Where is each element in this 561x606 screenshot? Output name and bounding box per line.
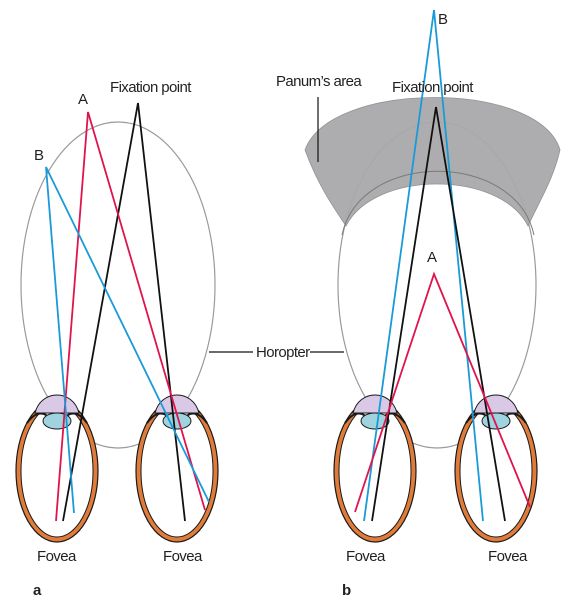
panel-a-label: a — [33, 582, 42, 599]
panums-area — [305, 98, 560, 227]
point-a-label-a: A — [78, 91, 88, 108]
fixation-point-label-b: Fixation point — [392, 79, 474, 96]
panel-b-label: b — [342, 582, 351, 599]
left-eye-b — [334, 395, 416, 542]
horopter-callout: Horopter — [209, 344, 344, 361]
panel-b: B Panum’s area Fixation point A Fovea Fo… — [276, 10, 560, 599]
panums-area-label: Panum’s area — [276, 73, 362, 90]
left-eye-a — [16, 395, 98, 542]
fixation-point-label-a: Fixation point — [110, 79, 192, 96]
fovea-left-label-b: Fovea — [346, 548, 386, 565]
fovea-left-label-a: Fovea — [37, 548, 77, 565]
fovea-right-label-b: Fovea — [488, 548, 528, 565]
horopter-label: Horopter — [256, 344, 310, 361]
point-b-label-b: B — [438, 11, 448, 28]
point-b-label-a: B — [34, 147, 44, 164]
point-a-label-b: A — [427, 249, 437, 266]
panel-a: Fixation point A B Fovea Fovea a — [16, 79, 218, 599]
fovea-right-label-a: Fovea — [163, 548, 203, 565]
